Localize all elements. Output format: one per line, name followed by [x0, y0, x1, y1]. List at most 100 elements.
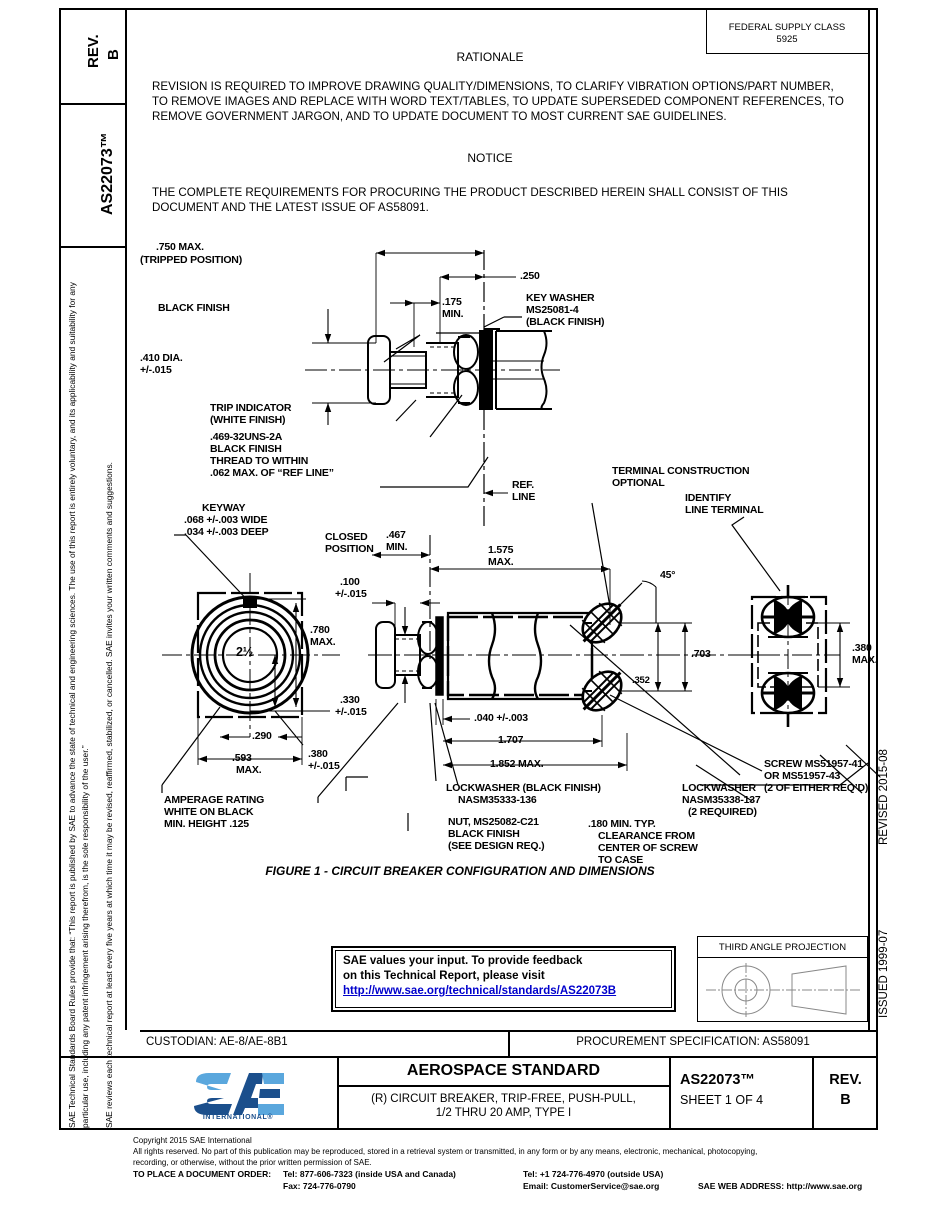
notice-heading: NOTICE — [467, 151, 513, 165]
callout-amp-rating-1: AMPERAGE RATING — [164, 794, 265, 806]
callout-45-deg: 45° — [660, 569, 676, 581]
callout-closed-1: CLOSED — [325, 531, 368, 543]
callout-clearance-2: CLEARANCE FROM — [598, 830, 695, 842]
footer-copyright: Copyright 2015 SAE International — [133, 1136, 252, 1145]
callout-467-min: MIN. — [386, 541, 408, 553]
callout-nut-3: (SEE DESIGN REQ.) — [448, 840, 545, 852]
feedback-box-inner — [335, 950, 672, 1008]
sae-logo-sub: INTERNATIONAL® — [202, 1114, 274, 1121]
callout-1575: 1.575 — [488, 544, 514, 556]
feedback-box — [331, 946, 676, 1012]
footer-tel-inside: Tel: 877-606-7323 (inside USA and Canada… — [283, 1169, 456, 1179]
callout-keyway-1: KEYWAY — [202, 502, 246, 514]
feedback-line-1: SAE values your input. To provide feedba… — [343, 955, 583, 967]
right-rail-issued: ISSUED 1999-07 — [878, 929, 890, 1018]
callout-593-max: MAX. — [236, 764, 262, 776]
callout-thread-1: .469-32UNS-2A — [210, 431, 283, 443]
titleblock-divider-standard — [338, 1085, 669, 1087]
sidebar-doc-number: AS22073™ — [99, 132, 116, 215]
callout-closed-2: POSITION — [325, 543, 374, 555]
callout-keyway-3: .034 +/-.003 DEEP — [184, 526, 269, 538]
callout-380-right: .380 — [852, 642, 872, 654]
standard-subtitle-1: (R) CIRCUIT BREAKER, TRIP-FREE, PUSH-PUL… — [371, 1093, 636, 1105]
titleblock-divider-doc — [669, 1057, 671, 1130]
callout-trip-indicator-1: TRIP INDICATOR — [210, 402, 292, 414]
callout-ref-line-1: REF. — [512, 479, 534, 491]
footer-rights-1: All rights reserved. No part of this pub… — [133, 1147, 758, 1156]
callout-593: .593 — [232, 752, 252, 764]
sidebar-legal-para-1: SAE Technical Standards Board Rules prov… — [67, 282, 90, 1128]
callout-key-washer-1: KEY WASHER — [526, 292, 595, 304]
sae-logo — [194, 1073, 284, 1115]
callout-380-left: .380 — [308, 748, 328, 760]
titleblock-mid-rule — [59, 1056, 878, 1058]
sidebar-legal-para-2: SAE reviews each technical report at lea… — [104, 462, 114, 1128]
third-angle-projection-symbol — [706, 963, 860, 1017]
custodian-divider — [508, 1030, 510, 1056]
callout-lockwasher-b-2: NASM35338-137 — [682, 794, 761, 806]
callout-380-left-tol: +/-.015 — [308, 760, 340, 772]
titleblock-rev-value: B — [840, 1092, 851, 1108]
feedback-line-2: on this Technical Report, please visit — [343, 970, 545, 982]
callout-thread-4: .062 MAX. OF “REF LINE” — [210, 467, 334, 479]
callout-amp-rating-2: WHITE ON BLACK — [164, 806, 254, 818]
callout-1852: 1.852 MAX. — [490, 758, 544, 770]
callout-amp-rating-center: 2½ — [236, 645, 253, 659]
callout-thread-2: BLACK FINISH — [210, 443, 282, 455]
callout-100-tol: +/-.015 — [335, 588, 367, 600]
callout-380-right-max: MAX. — [852, 654, 878, 666]
callout-lockwasher-b-3: (2 REQUIRED) — [688, 806, 757, 818]
callout-410-tol: +/-.015 — [140, 364, 172, 376]
callout-nut-2: BLACK FINISH — [448, 828, 520, 840]
callout-250: .250 — [520, 270, 540, 282]
callout-key-washer-2: MS25081-4 — [526, 304, 579, 316]
callout-key-washer-3: (BLACK FINISH) — [526, 316, 605, 328]
rationale-heading: RATIONALE — [456, 50, 524, 64]
standard-subtitle-2: 1/2 THRU 20 AMP, TYPE I — [435, 1107, 572, 1119]
footer-rights-2: recording, or otherwise, without the pri… — [133, 1158, 372, 1167]
callout-black-finish: BLACK FINISH — [158, 302, 230, 314]
callout-amp-rating-3: MIN. HEIGHT .125 — [164, 818, 249, 830]
callout-clearance-3: CENTER OF SCREW — [598, 842, 698, 854]
callout-screw-2: OR MS51957-43 — [764, 770, 841, 782]
titleblock-doc-number: AS22073™ — [680, 1072, 755, 1088]
callout-290: .290 — [252, 730, 272, 742]
titleblock-divider-rev — [812, 1057, 814, 1130]
feedback-link[interactable]: http://www.sae.org/technical/standards/A… — [343, 985, 617, 997]
figure-caption: FIGURE 1 - CIRCUIT BREAKER CONFIGURATION… — [265, 864, 655, 878]
callout-identify-2: LINE TERMINAL — [685, 504, 764, 516]
callout-lockwasher-b-1: LOCKWASHER — [682, 782, 756, 794]
callout-lockwasher-a-1: LOCKWASHER (BLACK FINISH) — [446, 782, 601, 794]
callout-040: .040 +/-.003 — [474, 712, 528, 724]
callout-703: .703 — [691, 648, 711, 660]
callout-thread-3: THREAD TO WITHIN — [210, 455, 309, 467]
fsc-label: FEDERAL SUPPLY CLASS — [728, 22, 846, 33]
callout-175-min: MIN. — [442, 308, 464, 320]
sidebar-divider-vertical — [125, 8, 127, 1030]
callout-screw-1: SCREW MS51957-41 — [764, 758, 863, 770]
callout-lockwasher-a-2: NASM35333-136 — [458, 794, 537, 806]
right-rail-divider — [868, 8, 870, 1030]
callout-screw-3: (2 OF EITHER REQ’D) — [764, 782, 869, 794]
notice-body: THE COMPLETE REQUIREMENTS FOR PROCURING … — [152, 186, 788, 215]
callout-ref-line-2: LINE — [512, 491, 536, 503]
fsc-value: 5925 — [776, 34, 798, 45]
callout-352: .352 — [632, 675, 650, 686]
custodian-text: CUSTODIAN: AE-8/AE-8B1 — [146, 1036, 288, 1048]
footer-fax: Fax: 724-776-0790 — [283, 1181, 356, 1191]
callout-keyway-2: .068 +/-.003 WIDE — [184, 514, 268, 526]
callout-330: .330 — [340, 694, 360, 706]
callout-750-max: .750 MAX. — [156, 241, 204, 253]
footer-tel-outside: Tel: +1 724-776-4970 (outside USA) — [523, 1169, 664, 1179]
drawing-outer-frame — [59, 8, 878, 1130]
callout-tripped-position: (TRIPPED POSITION) — [140, 254, 242, 266]
callout-trip-indicator-2: (WHITE FINISH) — [210, 414, 286, 426]
callout-467: .467 — [386, 529, 406, 541]
sidebar-inner-divider-2 — [59, 246, 126, 248]
footer-email: Email: CustomerService@sae.org — [523, 1181, 660, 1191]
aerospace-standard-title: AEROSPACE STANDARD — [406, 1062, 601, 1079]
sidebar-rev-value: B — [105, 49, 122, 60]
figure-1-technical-drawing: .750 MAX. (TRIPPED POSITION) .250 .175 M… — [140, 225, 880, 866]
titleblock-sheet: SHEET 1 OF 4 — [680, 1093, 764, 1107]
